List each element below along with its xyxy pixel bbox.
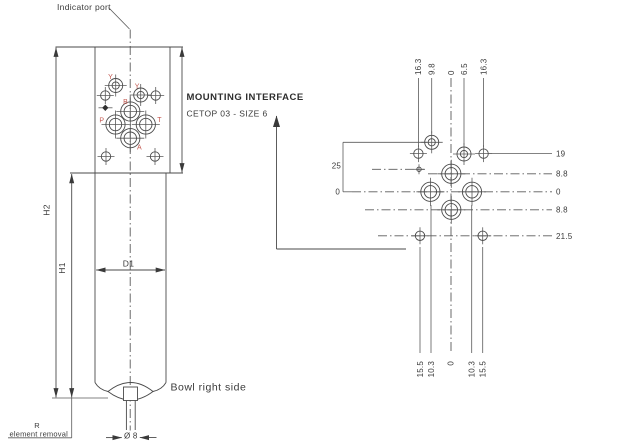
interface-port-a-circle (436, 195, 466, 225)
front-bolt-hole-top-left (96, 86, 115, 105)
front-port-pattern: Y Y B P T A (96, 74, 165, 166)
right-dim-0: 19 (556, 149, 566, 158)
front-view: Indicator port (8, 2, 406, 441)
interface-top-dims: 16.3 9.8 0 6.5 16.3 (414, 58, 488, 75)
interface-top-extension-lines (417, 78, 485, 147)
interface-bolt-hole-bottom-right (473, 226, 492, 245)
right-dim-4: 21.5 (556, 232, 573, 241)
removal-note: element removal (10, 429, 69, 438)
front-port-p-label: P (99, 118, 104, 125)
interface-locating-pin-hole (413, 163, 425, 175)
interface-port-y2-circle (452, 142, 476, 166)
top-dim-0: 16.3 (414, 58, 423, 75)
bowl-end-plug (107, 382, 154, 430)
front-port-b-label: B (123, 99, 128, 106)
front-bolt-hole-top-right (146, 86, 165, 105)
front-port-y2-label: Y (135, 84, 140, 91)
interface-bolt-hole-top-left (409, 144, 428, 163)
bowl-body (94, 173, 167, 392)
interface-bolt-hole-bottom-left (411, 226, 429, 245)
removal-symbol: R (34, 421, 40, 430)
locating-pin-marker (102, 104, 109, 111)
drain-diameter-label: Ø 8 (124, 432, 138, 441)
indicator-port-leader (108, 7, 130, 30)
front-dimensions: H2 H1 D1 Ø 8 (42, 47, 185, 441)
right-dim-3: 8.8 (556, 205, 568, 214)
interface-horizontal-lines (342, 141, 552, 237)
interface-port-p-circle (415, 177, 445, 207)
mounting-interface-subtitle: CETOP 03 - SIZE 6 (187, 109, 268, 119)
bottom-dim-3: 10.3 (468, 361, 477, 378)
front-bolt-hole-bottom-right (146, 147, 164, 166)
front-bolt-hole-bottom-left (97, 147, 115, 166)
front-port-t-label: T (157, 117, 162, 124)
bowl-note: Bowl right side (171, 382, 247, 394)
interface-port-y1-circle (420, 130, 444, 154)
interface-bolt-hole-top-right (474, 144, 493, 163)
element-removal-note: R element removal (8, 421, 72, 438)
top-dim-1: 9.8 (428, 63, 437, 75)
bottom-dim-4: 15.5 (479, 361, 488, 378)
front-port-y1-label: Y (108, 74, 113, 81)
top-dim-2: 0 (447, 70, 456, 75)
mounting-interface-callout: MOUNTING INTERFACE CETOP 03 - SIZE 6 (187, 92, 406, 250)
left-dim-1: 0 (335, 188, 340, 197)
interface-detail-view: 16.3 9.8 0 6.5 16.3 15.5 10.3 0 10.3 15.… (332, 58, 573, 377)
left-dim-0: 25 (332, 162, 342, 171)
d1-dimension-label: D1 (123, 259, 134, 269)
h2-dimension-label: H2 (42, 204, 52, 215)
interface-port-b-circle (436, 159, 466, 189)
bottom-dim-1: 10.3 (427, 361, 436, 378)
bottom-dim-2: 0 (447, 361, 456, 366)
right-dim-2: 0 (556, 188, 561, 197)
interface-port-t-circle (457, 177, 487, 207)
interface-bottom-extension-lines (419, 205, 484, 353)
top-dim-3: 6.5 (460, 63, 469, 75)
top-dim-4: 16.3 (479, 58, 488, 75)
mounting-interface-title: MOUNTING INTERFACE (187, 92, 304, 103)
right-dim-1: 8.8 (556, 169, 568, 178)
front-port-a-label: A (137, 145, 142, 152)
head-block (55, 46, 183, 174)
interface-bottom-dims: 15.5 10.3 0 10.3 15.5 (416, 361, 488, 378)
h1-dimension-label: H1 (57, 262, 67, 273)
bottom-dim-0: 15.5 (416, 361, 425, 378)
interface-right-dims: 19 8.8 0 8.8 21.5 (556, 149, 573, 241)
indicator-port-label: Indicator port (57, 2, 111, 12)
interface-left-dims: 25 0 (332, 162, 342, 197)
